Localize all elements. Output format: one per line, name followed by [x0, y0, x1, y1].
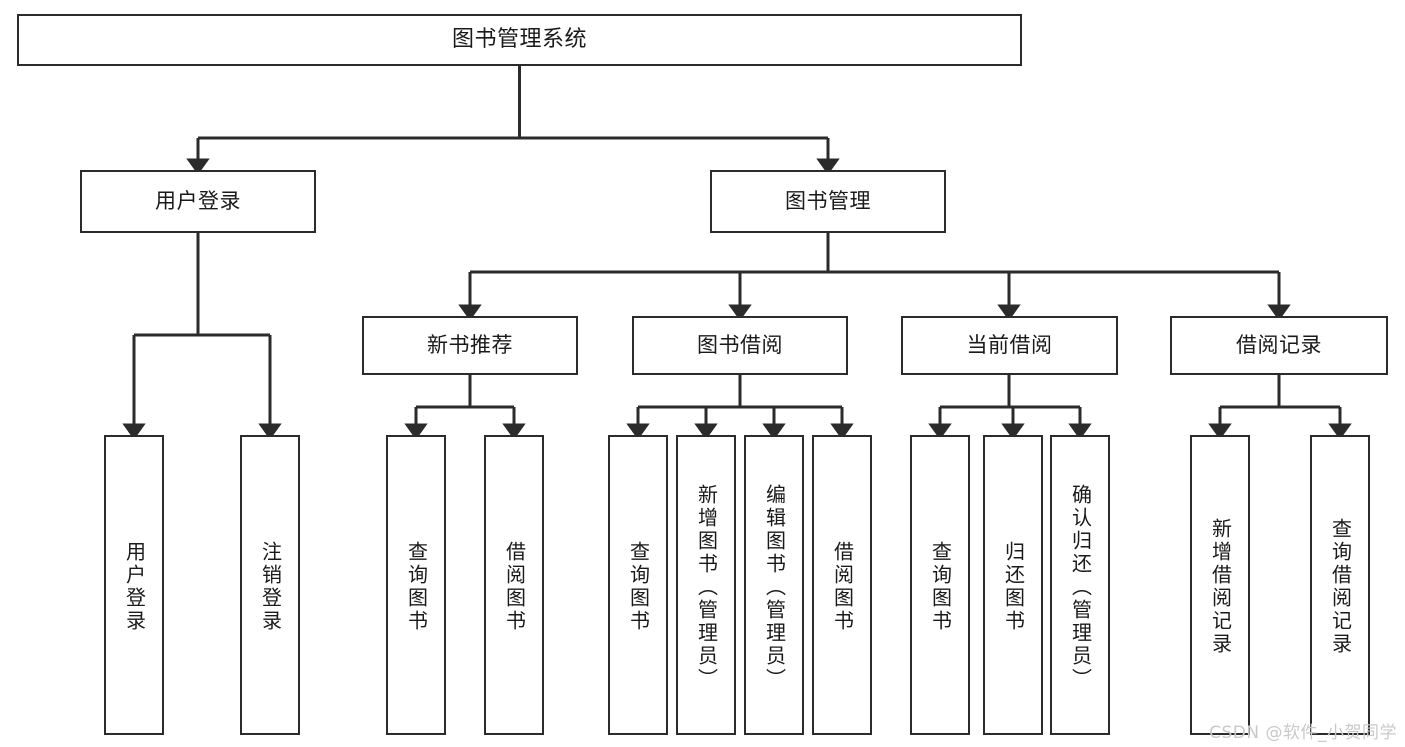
csdn-watermark: CSDN @软件_小贺同学: [1209, 723, 1397, 743]
node-leaf-bb-borrow-label: 借阅图书: [830, 541, 855, 633]
node-leaf-br-query[interactable]: 查询借阅记录: [1310, 435, 1370, 735]
node-leaf-cb-confirm[interactable]: 确认归还（管理员）: [1050, 435, 1110, 735]
node-root-label: 图书管理系统: [451, 27, 587, 53]
node-user-login[interactable]: 用户登录: [80, 170, 316, 233]
node-book-manage-label: 图书管理: [785, 189, 871, 214]
node-leaf-cb-query[interactable]: 查询图书: [910, 435, 970, 735]
node-leaf-user-login[interactable]: 用户登录: [104, 435, 164, 735]
node-leaf-logout[interactable]: 注销登录: [240, 435, 300, 735]
node-current-borrow-label: 当前借阅: [966, 333, 1053, 358]
node-borrow-record-label: 借阅记录: [1236, 333, 1322, 358]
node-leaf-br-query-label: 查询借阅记录: [1328, 518, 1353, 656]
node-leaf-cb-return-label: 归还图书: [1001, 541, 1026, 633]
node-leaf-br-add[interactable]: 新增借阅记录: [1190, 435, 1250, 735]
node-leaf-rec-borrow-label: 借阅图书: [502, 541, 527, 633]
node-borrow-record[interactable]: 借阅记录: [1170, 316, 1388, 375]
node-leaf-bb-borrow[interactable]: 借阅图书: [812, 435, 872, 735]
node-book-borrow-label: 图书借阅: [697, 333, 783, 358]
node-leaf-rec-query[interactable]: 查询图书: [386, 435, 446, 735]
node-leaf-bb-query-label: 查询图书: [626, 541, 651, 633]
node-leaf-bb-add[interactable]: 新增图书（管理员）: [676, 435, 736, 735]
node-new-book-rec[interactable]: 新书推荐: [362, 316, 578, 375]
node-leaf-user-login-label: 用户登录: [122, 541, 147, 633]
node-leaf-rec-borrow[interactable]: 借阅图书: [484, 435, 544, 735]
node-root[interactable]: 图书管理系统: [17, 14, 1022, 66]
node-book-manage[interactable]: 图书管理: [710, 170, 946, 233]
node-leaf-bb-edit-label: 编辑图书（管理员）: [762, 483, 787, 691]
node-leaf-cb-confirm-label: 确认归还（管理员）: [1068, 483, 1093, 691]
node-leaf-cb-query-label: 查询图书: [928, 541, 953, 633]
node-leaf-logout-label: 注销登录: [258, 541, 283, 633]
node-leaf-br-add-label: 新增借阅记录: [1208, 518, 1233, 656]
node-leaf-bb-add-label: 新增图书（管理员）: [694, 483, 719, 691]
node-leaf-bb-query[interactable]: 查询图书: [608, 435, 668, 735]
node-current-borrow[interactable]: 当前借阅: [901, 316, 1118, 375]
node-leaf-rec-query-label: 查询图书: [404, 541, 429, 633]
node-leaf-bb-edit[interactable]: 编辑图书（管理员）: [744, 435, 804, 735]
node-user-login-label: 用户登录: [155, 189, 241, 214]
node-leaf-cb-return[interactable]: 归还图书: [983, 435, 1043, 735]
node-book-borrow[interactable]: 图书借阅: [632, 316, 848, 375]
node-new-book-rec-label: 新书推荐: [427, 333, 513, 358]
